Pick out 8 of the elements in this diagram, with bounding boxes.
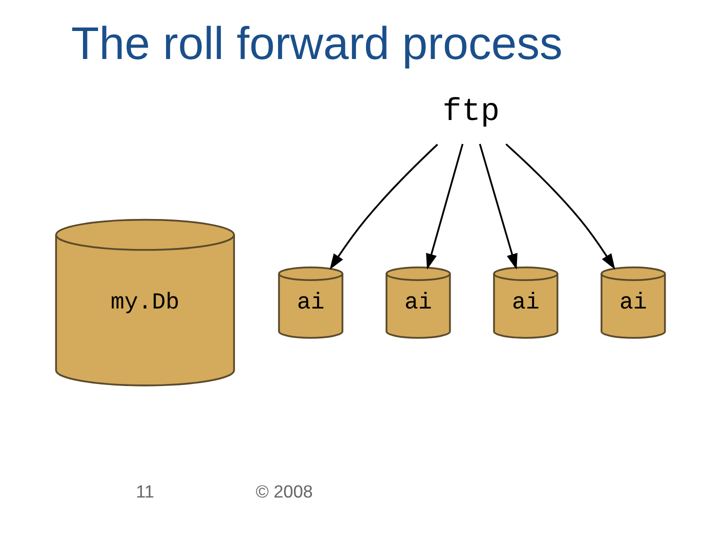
diagram-title: The roll forward process: [70, 18, 562, 70]
node-text: ftp: [442, 94, 500, 130]
arrow: [329, 144, 438, 270]
label: © 2008: [255, 481, 312, 502]
arrow: [504, 144, 615, 270]
arrow: [478, 144, 517, 270]
label: 11: [135, 481, 154, 502]
arrow: [426, 144, 463, 270]
